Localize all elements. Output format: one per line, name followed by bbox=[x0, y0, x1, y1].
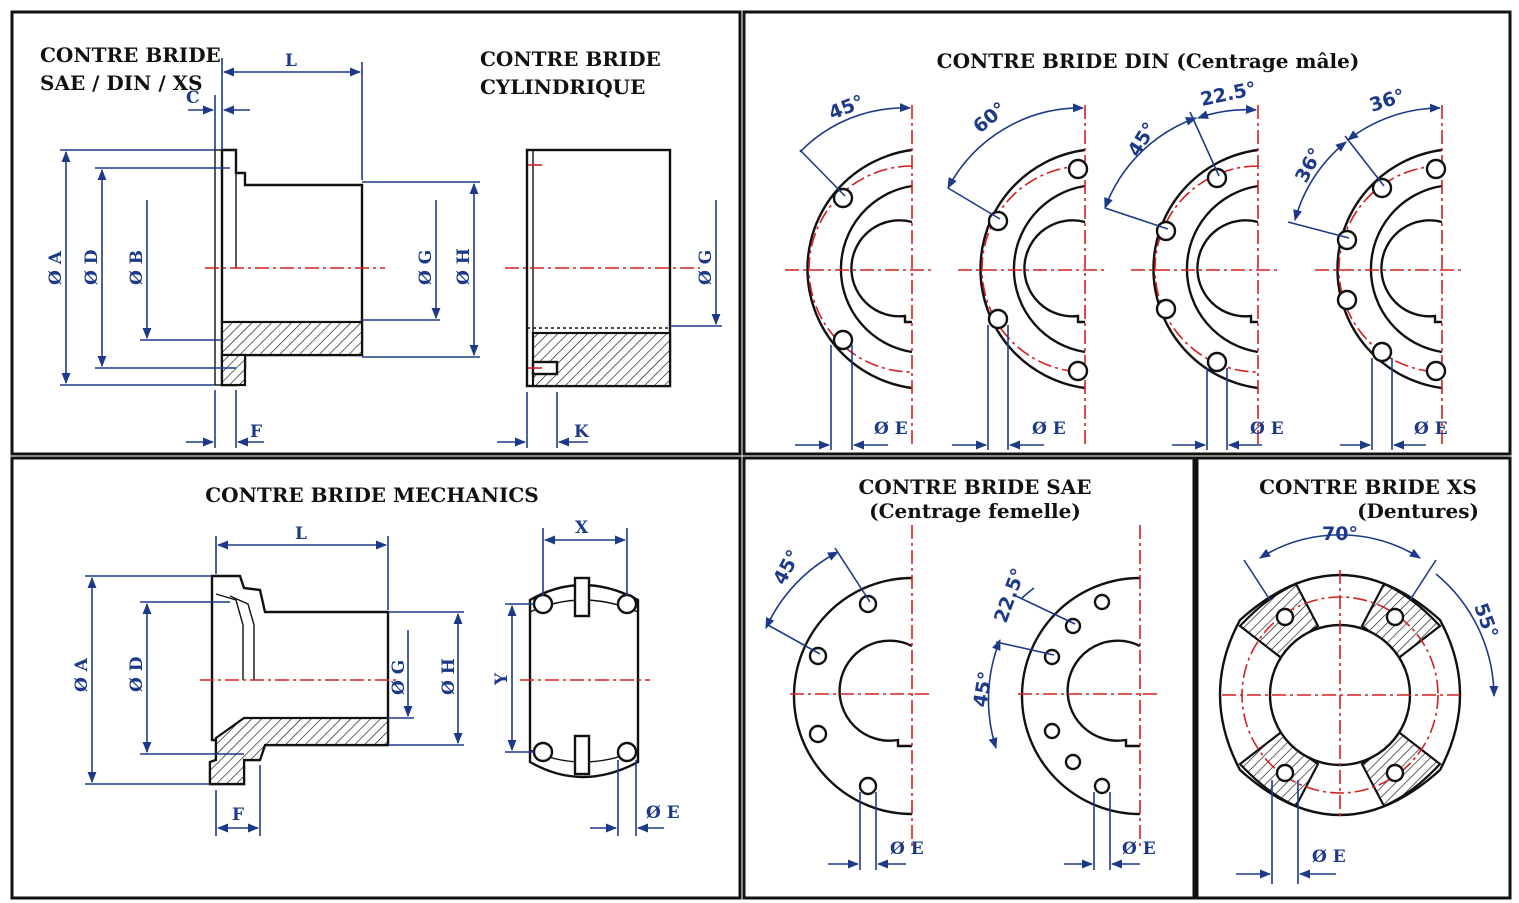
title-flange-cylindrical-line1: CONTRE BRIDE bbox=[480, 47, 661, 71]
dim-label-H: Ø H bbox=[454, 248, 474, 285]
dim-label-D: Ø D bbox=[82, 249, 102, 285]
panel-sae-din-xs: CONTRE BRIDE SAE / DIN / XS Ø A Ø D Ø B … bbox=[40, 43, 480, 448]
title-flange-sae-line1: CONTRE BRIDE SAE bbox=[859, 475, 1092, 499]
angle-sae-1: 45° bbox=[769, 546, 805, 588]
section-hatch-hub bbox=[220, 320, 364, 357]
dim-label-F-mech: F bbox=[232, 805, 244, 825]
dim-label-G-mech: Ø G bbox=[389, 660, 409, 695]
sae-flange-2: 22.5° 45° Ø E bbox=[969, 525, 1158, 870]
dim-label-L-mech: L bbox=[295, 524, 307, 544]
din-flange-4: 36° 36° Ø E bbox=[1287, 85, 1462, 450]
dim-label-C: C bbox=[186, 88, 200, 108]
dim-label-B: Ø B bbox=[127, 250, 147, 285]
title-flange-cylindrical-line2: CYLINDRIQUE bbox=[480, 75, 645, 99]
dim-label-F: F bbox=[250, 422, 262, 442]
dim-label-E-sae-1: Ø E bbox=[890, 839, 924, 859]
angle-xs-b: 55° bbox=[1469, 600, 1502, 641]
sae-flange-1: 45° Ø E bbox=[765, 525, 930, 870]
angle-din-3b: 22.5° bbox=[1198, 78, 1258, 111]
title-flange-mechanics: CONTRE BRIDE MECHANICS bbox=[205, 483, 538, 507]
dim-label-E-sae-2: Ø E bbox=[1122, 839, 1156, 859]
dim-label-G-cyl: Ø G bbox=[696, 250, 716, 285]
angle-xs-a: 70° bbox=[1322, 523, 1358, 545]
dim-label-X: X bbox=[575, 518, 589, 538]
section-hatch-flange bbox=[220, 353, 247, 387]
panel-xs: CONTRE BRIDE XS (Dentures) 70° 55° Ø E bbox=[1218, 475, 1502, 884]
mechanics-front-outline bbox=[528, 583, 640, 779]
dim-label-L: L bbox=[285, 51, 297, 71]
title-flange-din: CONTRE BRIDE DIN (Centrage mâle) bbox=[937, 49, 1360, 73]
dim-label-E-din-2: Ø E bbox=[1032, 419, 1066, 439]
dim-label-A: Ø A bbox=[46, 250, 66, 285]
dim-label-E-din-3: Ø E bbox=[1250, 419, 1284, 439]
dim-label-Y: Y bbox=[492, 672, 512, 686]
panel-sae: CONTRE BRIDE SAE (Centrage femelle) 45° … bbox=[765, 475, 1158, 870]
dim-label-E-xs: Ø E bbox=[1312, 847, 1346, 867]
din-flange-1: 45° Ø E bbox=[785, 91, 932, 450]
xs-flange-outline bbox=[1218, 573, 1462, 817]
panel-frames bbox=[10, 10, 1512, 900]
dim-label-D-mech: Ø D bbox=[127, 656, 147, 692]
angle-din-1: 45° bbox=[826, 91, 868, 125]
section-hatch-cylinder bbox=[531, 331, 672, 388]
angle-sae-2b: 45° bbox=[969, 670, 997, 709]
title-flange-sae-line2: (Centrage femelle) bbox=[869, 499, 1081, 523]
section-hatch-mechanics bbox=[208, 716, 390, 786]
dim-label-A-mech: Ø A bbox=[72, 657, 92, 692]
angle-din-4b: 36° bbox=[1367, 85, 1408, 117]
panel-cylindrical: CONTRE BRIDE CYLINDRIQUE Ø G K bbox=[480, 47, 722, 448]
dim-label-K: K bbox=[574, 422, 590, 442]
dim-label-G: Ø G bbox=[416, 250, 436, 285]
dim-label-E-din-4: Ø E bbox=[1414, 419, 1448, 439]
din-flange-2: 60° Ø E bbox=[947, 98, 1105, 450]
title-flange-sae-din-xs-line2: SAE / DIN / XS bbox=[40, 71, 203, 95]
dim-label-E-mech: Ø E bbox=[646, 803, 680, 823]
panel-din: CONTRE BRIDE DIN (Centrage mâle) 45° Ø E bbox=[785, 49, 1462, 450]
title-flange-sae-din-xs-line1: CONTRE BRIDE bbox=[40, 43, 221, 67]
panel-mechanics: CONTRE BRIDE MECHANICS Ø A Ø D Ø G Ø H L… bbox=[72, 483, 680, 836]
title-flange-xs-line2: (Dentures) bbox=[1357, 499, 1479, 523]
din-flange-3: 45° 22.5° Ø E bbox=[1104, 78, 1284, 450]
dim-label-H-mech: Ø H bbox=[439, 658, 459, 695]
dim-label-E-din-1: Ø E bbox=[874, 419, 908, 439]
angle-din-2: 60° bbox=[969, 98, 1011, 138]
title-flange-xs-line1: CONTRE BRIDE XS bbox=[1259, 475, 1477, 499]
